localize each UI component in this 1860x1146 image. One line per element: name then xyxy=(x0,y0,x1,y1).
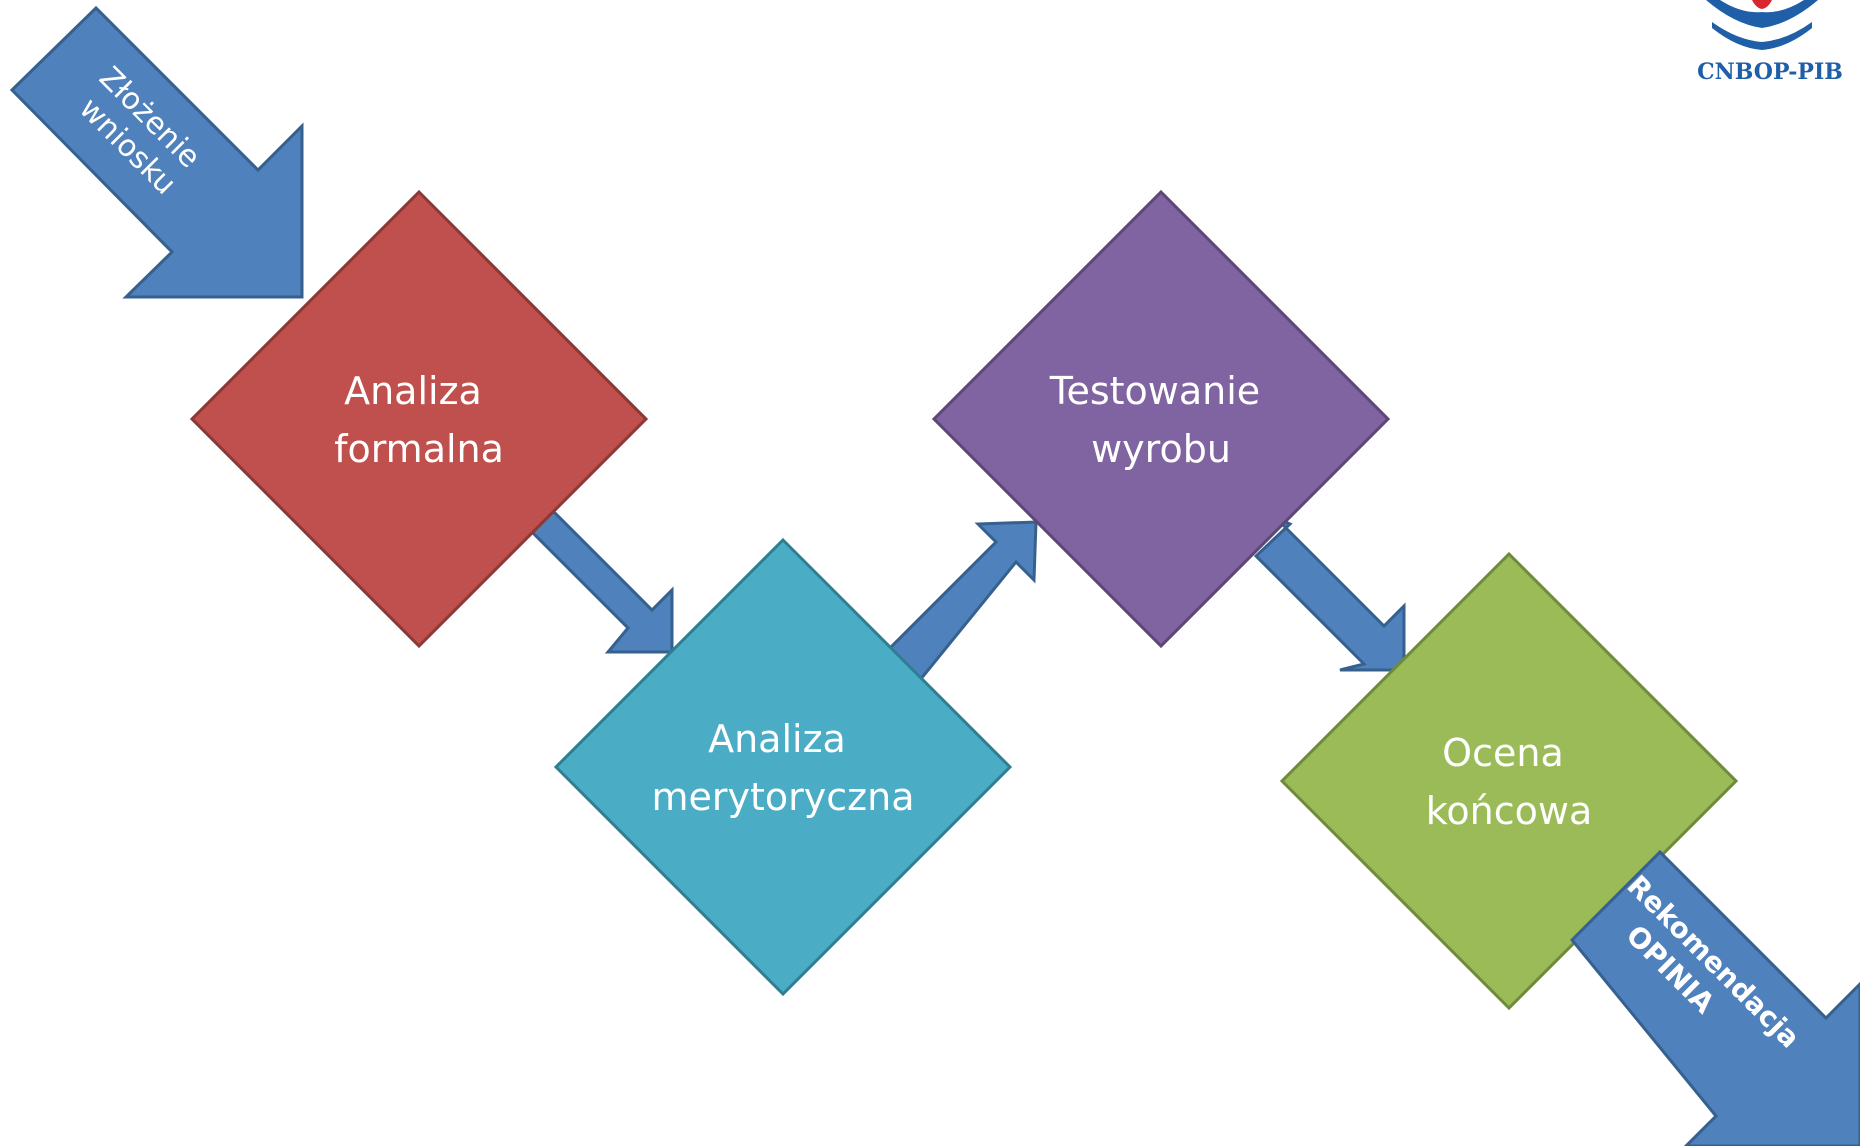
step-testowanie-wyrobu: Testowanie wyrobu xyxy=(931,189,1391,649)
step-testowanie-wyrobu-label: Testowanie wyrobu xyxy=(1049,369,1273,471)
step-testowanie-wyrobu-line-2: wyrobu xyxy=(1091,427,1231,471)
step-testowanie-wyrobu-line-1: Testowanie xyxy=(1049,369,1260,413)
input-arrow: Złożenie wniosku xyxy=(9,5,304,299)
step-ocena-koncowa-line-2: końcowa xyxy=(1426,789,1593,833)
step-analiza-merytoryczna-line-2: merytoryczna xyxy=(652,775,915,819)
step-analiza-formalna-label: Analiza formalna xyxy=(334,369,504,471)
input-arrow-shape xyxy=(9,5,304,299)
logo-flame-icon xyxy=(1752,0,1772,9)
logo-wave-icon xyxy=(1712,22,1812,50)
logo-text: CNBOP-PIB xyxy=(1697,59,1843,85)
step-ocena-koncowa-label: Ocena końcowa xyxy=(1426,731,1593,833)
output-arrow: Rekomendacja OPINIA xyxy=(1569,849,1860,1146)
step-analiza-merytoryczna: Analiza merytoryczna xyxy=(553,537,1013,997)
step-analiza-formalna-line-1: Analiza xyxy=(344,369,482,413)
step-analiza-merytoryczna-label: Analiza merytoryczna xyxy=(652,717,915,819)
logo-shield-icon xyxy=(1706,0,1818,28)
step-analiza-formalna-shape xyxy=(189,189,649,649)
output-arrow-shape xyxy=(1569,849,1860,1146)
connector-arrow-3-shape xyxy=(1253,516,1406,672)
step-ocena-koncowa-line-1: Ocena xyxy=(1442,731,1564,775)
step-analiza-formalna-line-2: formalna xyxy=(334,427,504,471)
connector-arrow-2-shape xyxy=(885,520,1038,683)
cnbop-logo: CNBOP-PIB xyxy=(1697,0,1843,85)
step-analiza-formalna: Analiza formalna xyxy=(189,189,649,649)
connector-arrow-2 xyxy=(885,520,1038,683)
step-analiza-merytoryczna-line-1: Analiza xyxy=(708,717,846,761)
step-testowanie-wyrobu-shape xyxy=(931,189,1391,649)
connector-arrow-3 xyxy=(1253,516,1406,672)
step-analiza-merytoryczna-shape xyxy=(553,537,1013,997)
